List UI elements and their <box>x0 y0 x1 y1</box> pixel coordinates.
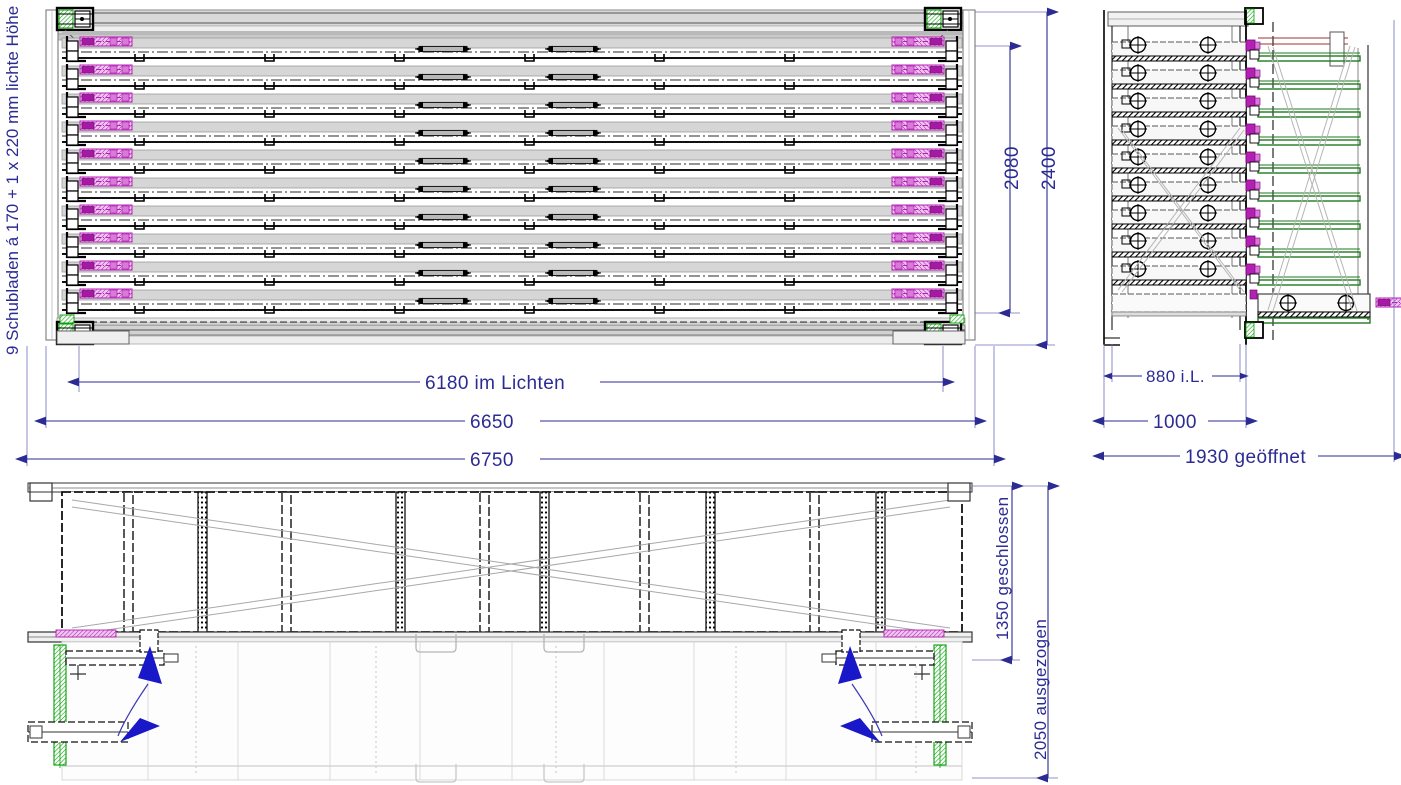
dim-outer-height-label: 2400 <box>1039 146 1060 190</box>
drawer-row[interactable] <box>61 64 963 91</box>
plan-view <box>27 482 973 783</box>
door-swing-path-right <box>851 683 883 737</box>
corner-fitting-bottom-right <box>892 320 966 346</box>
plan-handle-outline <box>543 634 585 653</box>
side-drawer-extended[interactable] <box>1111 289 1401 324</box>
plan-right-door-assembly[interactable] <box>821 482 973 768</box>
dim-1930-label: 1930 geöffnet <box>1185 447 1306 468</box>
corner-fitting-top-left <box>55 6 95 32</box>
plan-rib-group <box>123 491 886 633</box>
dim-6750-label: 6750 <box>470 450 514 471</box>
plan-rib <box>639 491 650 633</box>
plan-handle-outline <box>415 764 457 783</box>
side-drawer-stack <box>1111 35 1401 324</box>
plan-rib <box>197 491 208 633</box>
side-x-bracing-left <box>1117 127 1245 293</box>
plan-view-dimensions: 1350 geschlossen 2050 ausgezogen <box>972 481 1061 783</box>
dim-880-label: 880 i.L. <box>1146 367 1205 386</box>
twistlock-green-left <box>59 314 75 324</box>
drawer-row[interactable] <box>61 288 963 315</box>
corner-fitting-bottom-left <box>55 320 130 346</box>
dim-clear-length-label: 6180 im Lichten <box>425 373 565 394</box>
side-drawer[interactable] <box>1111 231 1361 258</box>
drawer-row[interactable] <box>61 204 963 231</box>
side-section-view <box>1103 7 1401 346</box>
plan-rib <box>809 491 820 633</box>
side-drawer[interactable] <box>1111 91 1361 118</box>
drawer-row[interactable] <box>61 31 963 63</box>
side-drawer[interactable] <box>1111 259 1361 286</box>
dim-inner-height-label: 2080 <box>1002 146 1023 190</box>
front-elevation-view: 9 Schubladen á 170 + 1 x 220 mm lichte H… <box>3 6 976 355</box>
side-drawer[interactable] <box>1111 35 1361 62</box>
plan-rib <box>123 491 134 633</box>
front-drawer-stack <box>61 31 963 315</box>
drawer-row[interactable] <box>61 92 963 119</box>
door-swing-arrow-left-lower <box>120 718 160 742</box>
plan-handle-outline <box>415 634 457 653</box>
drawer-row[interactable] <box>61 232 963 259</box>
plan-lower-dotted-lines <box>195 646 917 776</box>
plan-rib <box>479 491 490 633</box>
dim-1000-label: 1000 <box>1153 412 1197 433</box>
plan-rib <box>705 491 716 633</box>
plan-handle-outline <box>543 764 585 783</box>
twistlock-green-right <box>949 314 965 324</box>
side-drawer[interactable] <box>1111 119 1361 146</box>
plan-rib <box>539 491 550 633</box>
drawer-row[interactable] <box>61 176 963 203</box>
height-note-label: 9 Schubladen á 170 + 1 x 220 mm lichte H… <box>3 6 22 355</box>
drawer-row[interactable] <box>61 260 963 287</box>
dim-6650-label: 6650 <box>470 412 514 433</box>
door-swing-arrow-left-upper <box>138 646 162 684</box>
dim-1350-label: 1350 geschlossen <box>993 497 1012 640</box>
door-swing-path-left <box>117 683 149 737</box>
plan-rib <box>281 491 292 633</box>
drawer-row[interactable] <box>61 120 963 147</box>
side-view-dimensions: 880 i.L. 1000 1930 geöffnet <box>1091 20 1401 468</box>
plan-rib <box>875 491 886 633</box>
plan-left-door-assembly[interactable] <box>27 482 179 768</box>
corner-fitting-top-right <box>923 6 963 32</box>
drawer-row[interactable] <box>61 148 963 175</box>
dim-2050-label: 2050 ausgezogen <box>1031 619 1050 760</box>
plan-x-bracing <box>71 499 951 636</box>
side-x-bracing-right <box>1267 45 1358 312</box>
door-swing-arrow-right-lower <box>840 718 880 742</box>
door-swing-arrow-right-upper <box>838 646 862 684</box>
side-drawer[interactable] <box>1111 63 1361 90</box>
side-drawer[interactable] <box>1111 175 1361 202</box>
front-view-dimensions: 2080 2400 6180 im Lichten 6650 6750 <box>14 7 1060 471</box>
plan-rib <box>395 491 406 633</box>
